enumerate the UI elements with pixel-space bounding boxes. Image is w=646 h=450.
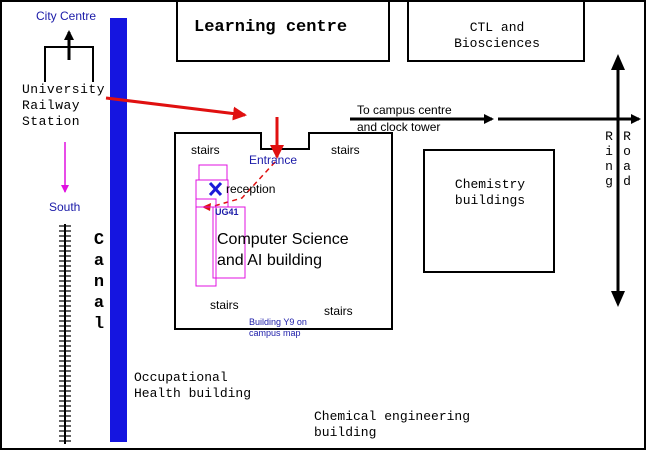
ring-letter: i — [605, 144, 613, 159]
south-label: South — [49, 200, 81, 214]
road-letter: d — [623, 174, 631, 189]
station-label-line-2: Railway — [22, 98, 81, 113]
learning-centre-building — [176, 2, 390, 62]
cs-building-label-line-1: Computer Science — [217, 231, 349, 248]
ring-label: R i n g — [603, 129, 615, 189]
city-centre-label: City Centre — [36, 9, 97, 23]
chemistry-label: Chemistry buildings — [430, 177, 550, 209]
campus-centre-label: To campus centre and clock tower — [357, 102, 452, 136]
ctl-label-line-2: Biosciences — [454, 36, 540, 51]
station-label-line-1: University — [22, 82, 106, 97]
ug41-room-outline — [212, 206, 246, 279]
canal-letter: n — [93, 273, 105, 292]
ring-letter: n — [605, 159, 613, 174]
chemistry-label-line-2: buildings — [454, 193, 526, 208]
room-outline — [195, 179, 229, 208]
y9-note-line-2: campus map — [249, 328, 301, 338]
cs-building-label-line-2: and AI building — [217, 252, 322, 269]
room-outline — [195, 198, 217, 287]
railway-track-icon — [59, 224, 71, 444]
chemical-engineering-label: Chemical engineering building — [314, 409, 470, 441]
stairs-label: stairs — [331, 143, 360, 157]
canal-letter: l — [93, 315, 105, 334]
chemical-engineering-label-line-1: Chemical engineering — [314, 409, 471, 424]
canal-letter: a — [93, 294, 105, 313]
road-letter: o — [623, 144, 631, 159]
canal-label: C a n a l — [92, 230, 106, 335]
y9-note: Building Y9 on campus map — [249, 317, 307, 339]
entrance-label: Entrance — [249, 153, 298, 167]
station-label: University Railway Station — [22, 82, 106, 130]
occupational-health-label-line-2: Health building — [134, 386, 252, 401]
canal-letter: C — [93, 231, 105, 250]
road-letter: a — [623, 159, 631, 174]
station-label-line-3: Station — [22, 114, 81, 129]
stairs-label: stairs — [191, 143, 220, 157]
y9-note-line-1: Building Y9 on — [249, 317, 307, 327]
chemistry-label-line-1: Chemistry — [454, 177, 526, 192]
ug41-label: UG41 — [215, 207, 239, 217]
cs-building-outline — [174, 132, 393, 330]
ctl-label-line-1: CTL and — [469, 20, 525, 35]
ring-road-arrow-down — [611, 291, 625, 307]
ctl-label: CTL and Biosciences — [414, 20, 580, 52]
ring-road-arrow-up — [611, 54, 625, 70]
occupational-health-label: Occupational Health building — [134, 370, 251, 402]
ring-letter: g — [605, 174, 613, 189]
canal-letter: a — [93, 252, 105, 271]
route-arrow — [105, 96, 247, 121]
x-mark-icon — [208, 181, 223, 197]
ug41-route — [213, 161, 276, 207]
ctl-building — [407, 2, 585, 62]
learning-centre-label: Learning centre — [194, 18, 348, 37]
stairs-label: stairs — [210, 298, 239, 312]
chemical-engineering-label-line-2: building — [314, 425, 377, 440]
occupational-health-label-line-1: Occupational — [134, 370, 228, 385]
road-label: R o a d — [621, 129, 633, 189]
campus-centre-label-line-2: and clock tower — [357, 120, 441, 134]
road-letter: R — [623, 129, 631, 144]
ring-letter: R — [605, 129, 613, 144]
campus-centre-label-line-1: To campus centre — [357, 103, 452, 117]
stairs-label: stairs — [324, 304, 353, 318]
chemistry-building — [423, 149, 555, 273]
cs-building-label: Computer Science and AI building — [217, 229, 349, 271]
reception-label: reception — [226, 182, 276, 196]
canal — [110, 18, 127, 442]
